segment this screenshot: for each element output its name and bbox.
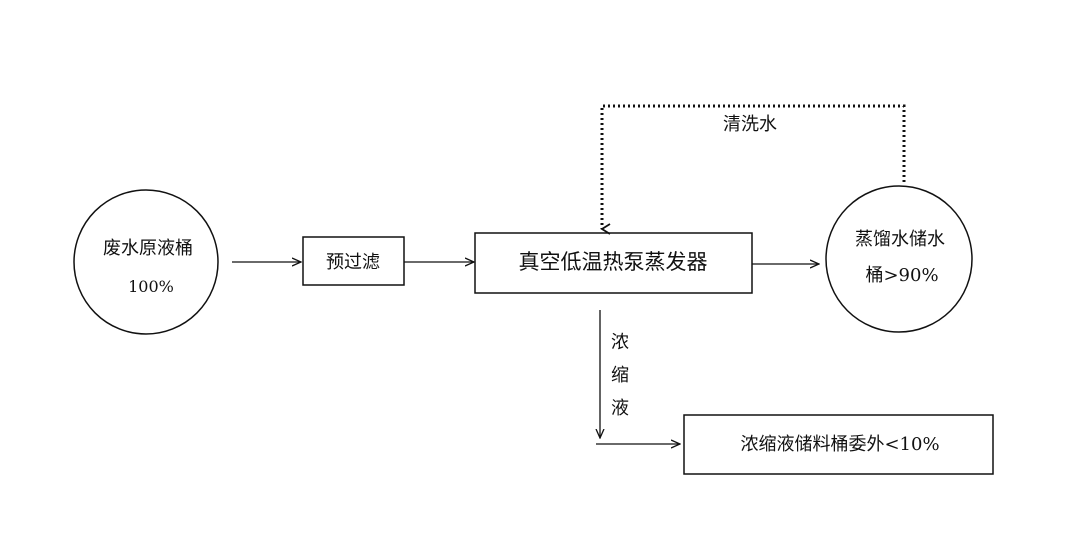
evaporator-box (474, 232, 753, 294)
concentrate-storage-box (683, 414, 994, 475)
concentrate-label-char-1: 浓 (611, 332, 629, 353)
prefilter-box (302, 236, 405, 286)
node-distilled-water-bucket: 蒸馏水储水 桶>90% (825, 185, 973, 333)
raw-bucket-name: 废水原液桶 (103, 238, 193, 259)
node-concentrate-storage: 浓缩液储料桶委外<10% (683, 414, 994, 475)
edge-wash-water-loop: 清洗水 (600, 104, 906, 235)
raw-bucket-percent: 100% (128, 277, 174, 296)
prefilter-label: 预过滤 (326, 252, 380, 273)
concentrate-label-char-2: 缩 (611, 365, 629, 386)
edge-concentrate-flow: 浓 缩 液 (596, 310, 680, 444)
wash-water-dotted-path (600, 104, 906, 235)
distilled-bucket-circle (825, 185, 973, 333)
concentrate-storage-label: 浓缩液储料桶委外<10% (740, 434, 939, 455)
evaporator-label: 真空低温热泵蒸发器 (519, 250, 708, 274)
wash-water-label: 清洗水 (723, 114, 777, 135)
distilled-bucket-percent: 桶>90% (865, 265, 938, 286)
node-prefilter: 预过滤 (302, 236, 405, 286)
raw-bucket-circle (73, 189, 219, 335)
concentrate-label-char-3: 液 (611, 398, 629, 419)
distilled-bucket-name: 蒸馏水储水 (855, 229, 945, 250)
node-raw-wastewater-bucket: 废水原液桶 100% (73, 189, 219, 335)
node-evaporator: 真空低温热泵蒸发器 (474, 232, 753, 294)
